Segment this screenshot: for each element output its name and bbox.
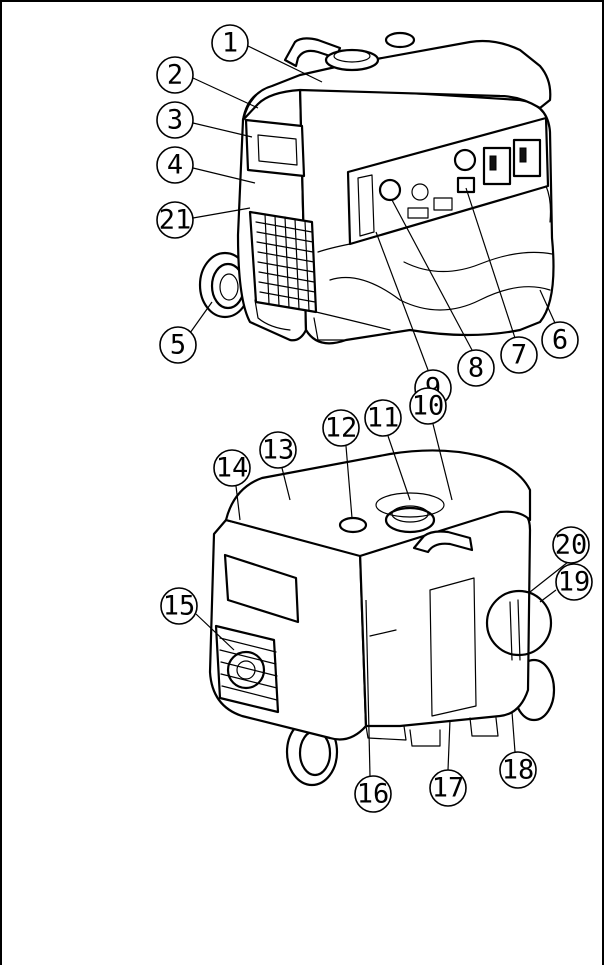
fuel-cap-front — [324, 48, 380, 72]
callout-14: 14 — [213, 449, 251, 521]
svg-text:8: 8 — [468, 353, 484, 384]
svg-text:10: 10 — [412, 391, 445, 422]
svg-text:2: 2 — [167, 60, 183, 91]
front-air-grille — [248, 210, 318, 314]
callout-21: 21 — [156, 201, 251, 239]
callout-12: 12 — [322, 409, 360, 519]
side-handle-recess — [244, 118, 306, 178]
top-cover-rear — [224, 449, 532, 558]
svg-text:21: 21 — [159, 205, 192, 236]
svg-text:13: 13 — [262, 435, 295, 466]
svg-text:11: 11 — [367, 403, 400, 434]
carry-handle-rear — [412, 530, 474, 554]
svg-text:20: 20 — [555, 530, 588, 561]
svg-text:7: 7 — [511, 340, 527, 371]
svg-text:18: 18 — [502, 755, 535, 786]
callout-6: 6 — [539, 289, 579, 359]
top-vent-knob-rear — [338, 516, 368, 534]
svg-text:12: 12 — [325, 413, 358, 444]
callout-18: 18 — [499, 711, 537, 789]
svg-text:14: 14 — [216, 453, 249, 484]
callout-13: 13 — [259, 431, 297, 501]
svg-text:3: 3 — [167, 105, 183, 136]
callout-3: 3 — [156, 101, 253, 139]
svg-text:1: 1 — [222, 28, 238, 59]
svg-text:17: 17 — [432, 773, 465, 804]
callout-20: 20 — [529, 526, 590, 593]
top-vent-knob — [384, 31, 416, 49]
detail-highlight-circle — [485, 589, 553, 657]
top-cover — [241, 39, 552, 122]
callout-5: 5 — [159, 301, 213, 364]
callout-4: 4 — [156, 146, 256, 184]
callout-7: 7 — [465, 187, 538, 374]
callout-19: 19 — [539, 563, 593, 603]
fuel-cap-rear — [375, 492, 445, 534]
svg-text:4: 4 — [167, 150, 183, 181]
callout-10: 10 — [409, 387, 453, 501]
svg-text:5: 5 — [170, 330, 186, 361]
callout-8: 8 — [391, 199, 495, 387]
callout-1: 1 — [211, 24, 323, 83]
callout-11: 11 — [364, 399, 411, 501]
svg-text:19: 19 — [558, 567, 591, 598]
svg-text:15: 15 — [163, 591, 196, 622]
callout-17: 17 — [429, 719, 467, 807]
svg-text:6: 6 — [552, 325, 568, 356]
callout-15: 15 — [160, 587, 235, 651]
svg-text:16: 16 — [357, 779, 390, 810]
side-handle-recess-rear — [223, 553, 300, 624]
callout-2: 2 — [156, 56, 259, 109]
callout-16: 16 — [354, 599, 392, 813]
callouts: 1 2 3 4 21 5 9 — [156, 24, 593, 813]
rear-air-grille — [214, 624, 280, 714]
generator-front-view — [198, 31, 555, 345]
generator-rear-view — [208, 449, 556, 787]
